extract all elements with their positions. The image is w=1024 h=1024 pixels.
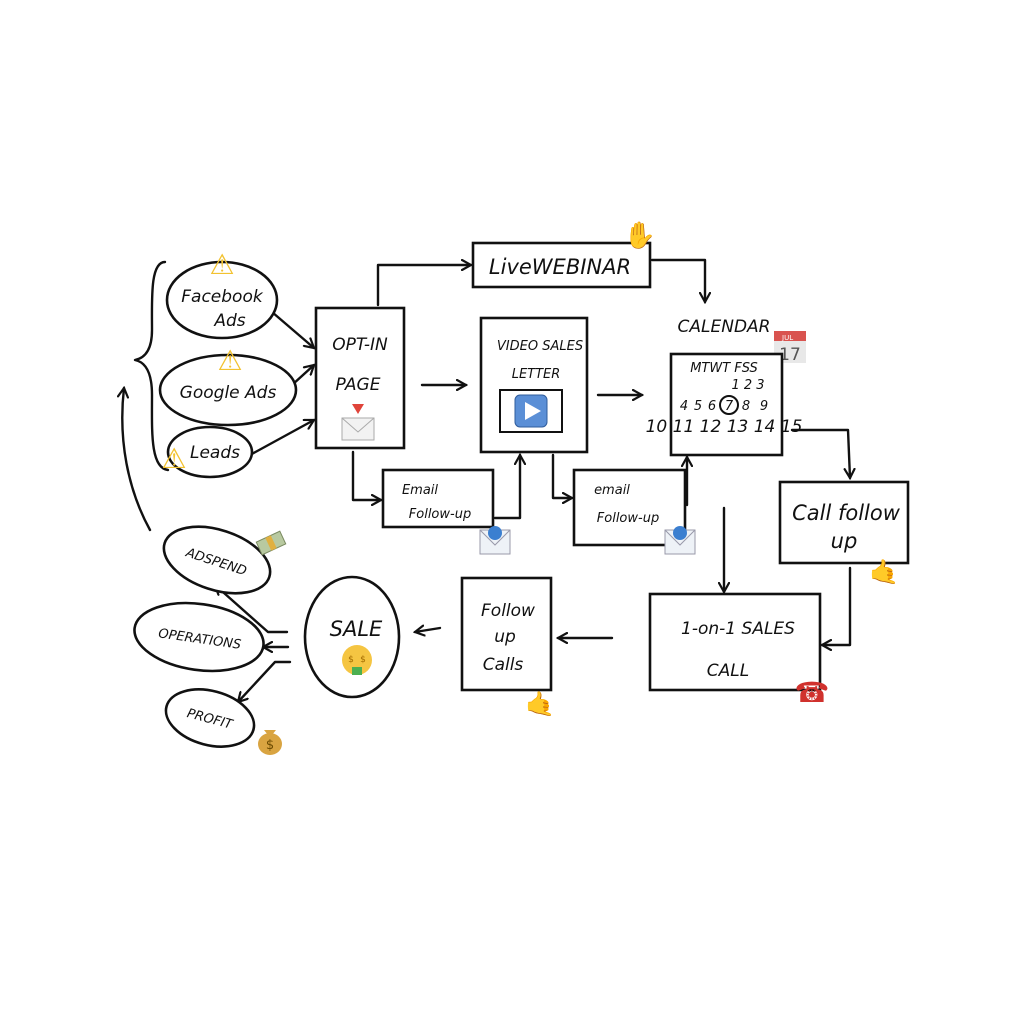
day: 8 — [742, 399, 750, 414]
source-leads: Leads ⚠ — [161, 425, 254, 479]
calendar-box: CALENDAR JUL 17 MTWT FSS 1 2 3 4 5 6 7 8… — [646, 317, 806, 457]
calendar-icon-month: JUL — [781, 334, 793, 342]
money-bag-icon: $ — [258, 730, 282, 755]
leads-label: Leads — [190, 443, 240, 463]
sales-call-line1: 1-on-1 SALES — [681, 619, 795, 639]
facebook-ads-line1: Facebook — [181, 287, 264, 307]
money-with-wings-icon — [255, 530, 287, 556]
arrow-sale-profit — [238, 660, 292, 702]
connectors — [122, 258, 852, 702]
telephone-icon: ☎ — [795, 676, 830, 709]
day: 4 — [680, 399, 688, 414]
call-me-hand-icon: 🤙 — [869, 558, 899, 586]
arrow-followupcalls-sale — [415, 628, 442, 632]
call-me-hand-icon: 🤙 — [525, 690, 555, 718]
arrow-calendar-callfollowup — [790, 428, 850, 478]
video-sales-letter-box: VIDEO SALES LETTER — [479, 316, 589, 454]
calendar-weekdays: MTWT FSS — [690, 361, 758, 376]
optin-page-box: OPT-IN PAGE — [314, 306, 406, 450]
followup-calls-line3: Calls — [483, 655, 524, 675]
play-button-icon — [514, 394, 548, 428]
webinar-label: LiveWEBINAR — [489, 255, 631, 279]
google-ads-label: Google Ads — [180, 383, 277, 403]
calendar-icon-day: 17 — [779, 345, 801, 365]
svg-text:$: $ — [266, 738, 274, 753]
envelope-icon — [664, 526, 696, 555]
vsl-line1: VIDEO SALES — [497, 339, 583, 354]
calendar-row2: 4 5 6 7 8 9 — [680, 395, 768, 415]
email2-line1: email — [594, 483, 630, 498]
source-facebook-ads: Facebook Ads ⚠ — [165, 248, 279, 340]
money-mouth-face-icon: $ $ — [342, 645, 372, 675]
arrow-google-optin — [290, 365, 314, 387]
arrow-email1-vsl — [493, 455, 520, 520]
email-followup-box-2: email Follow-up — [572, 468, 696, 555]
sales-call-line2: CALL — [707, 661, 749, 681]
email2-line2: Follow-up — [597, 511, 659, 526]
left-brace — [133, 260, 170, 472]
arrow-sale-adspend — [215, 585, 289, 634]
sale-node: SALE $ $ — [303, 575, 401, 699]
call-followup-line1: Call follow — [792, 501, 901, 525]
calendar-title: CALENDAR — [678, 317, 771, 337]
followup-calls-line2: up — [494, 627, 516, 647]
outcome-adspend: ADSPEND — [162, 525, 287, 595]
followup-calls-box: Follow up Calls 🤙 — [460, 576, 555, 718]
outcome-operations: OPERATIONS — [133, 601, 265, 673]
email1-line2: Follow-up — [409, 507, 471, 522]
arrow-loop-back — [122, 388, 152, 532]
facebook-ads-line2: Ads — [213, 311, 245, 331]
call-followup-box: Call follow up 🤙 — [778, 480, 910, 586]
day: 6 — [708, 399, 716, 414]
envelope-download-icon — [341, 404, 375, 441]
calendar-row1: 1 2 3 — [731, 378, 764, 393]
circled-day: 7 — [725, 399, 734, 414]
call-followup-line2: up — [831, 529, 858, 553]
arrow-webinar-calendar — [650, 258, 705, 302]
arrow-vsl-email2 — [551, 453, 572, 498]
warning-icon: ⚠ — [217, 344, 242, 377]
day: 9 — [760, 399, 768, 414]
optin-line1: OPT-IN — [332, 335, 388, 355]
warning-icon: ⚠ — [209, 248, 234, 281]
outcome-profit: PROFIT $ — [164, 688, 282, 755]
arrow-facebook-optin — [270, 310, 314, 348]
email1-line1: Email — [402, 483, 438, 498]
sale-label: SALE — [330, 617, 383, 641]
sales-call-box: 1-on-1 SALES CALL ☎ — [648, 592, 830, 709]
followup-calls-line1: Follow — [481, 601, 535, 621]
live-webinar-box: LiveWEBINAR ✋ — [471, 220, 656, 289]
svg-text:$: $ — [348, 655, 354, 665]
arrow-optin-webinar — [376, 265, 471, 307]
calendar-row3: 10 11 12 13 14 15 — [646, 417, 803, 437]
arrow-optin-email1 — [351, 450, 381, 500]
arrow-callfollowup-salescall — [822, 566, 852, 645]
svg-text:$: $ — [360, 655, 366, 665]
source-google-ads: Google Ads ⚠ — [158, 344, 298, 427]
raised-hand-icon: ✋ — [624, 220, 656, 251]
vsl-line2: LETTER — [512, 367, 561, 382]
optin-line2: PAGE — [336, 375, 381, 395]
arrow-leads-optin — [248, 418, 314, 457]
email-followup-box-1: Email Follow-up — [381, 468, 511, 555]
envelope-icon — [479, 526, 511, 555]
warning-icon: ⚠ — [161, 442, 186, 475]
day: 5 — [694, 399, 702, 414]
